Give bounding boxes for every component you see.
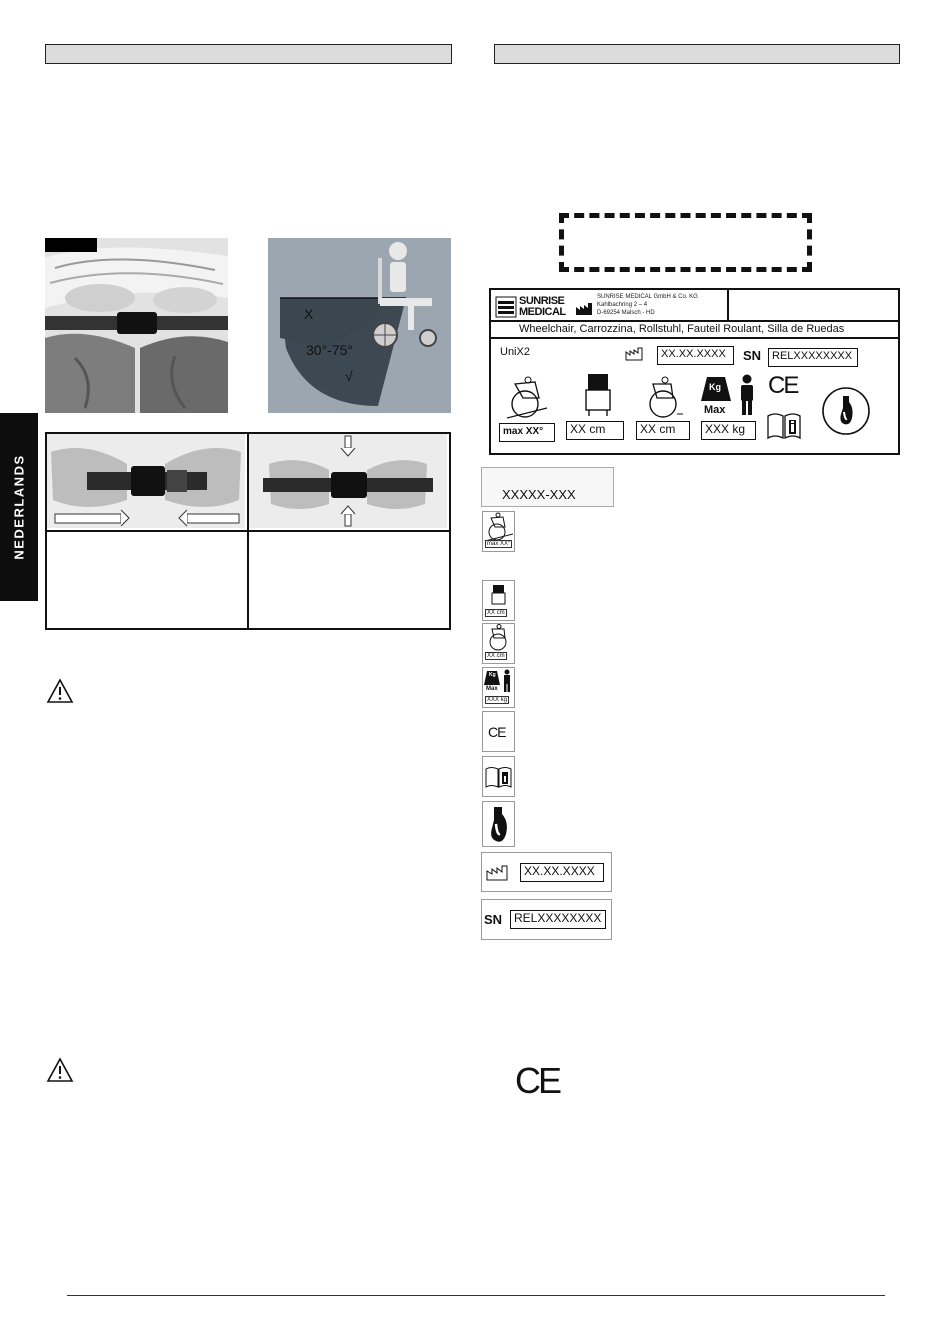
legend-manual-symbol (482, 756, 515, 797)
legend-weight-symbol: Kg Max XXX kg (482, 667, 515, 708)
plate-row-divider-1 (491, 320, 898, 322)
buckle-close-photo (47, 434, 245, 528)
plate-row-divider-2 (491, 337, 898, 339)
diagram-angle-label: 30°-75° (306, 342, 354, 358)
plate-ce-mark: CE (768, 372, 799, 399)
legend-ce-symbol: CE (482, 711, 515, 752)
diagram-check-label: √ (345, 368, 353, 384)
legend-incline-symbol: max XX° (482, 511, 515, 552)
plate-brand-line2: MEDICAL (519, 306, 566, 318)
lap-belt-photo (45, 238, 228, 413)
legend-serial-field: RELXXXXXXXX (510, 910, 606, 929)
legend-hook-symbol (482, 801, 515, 847)
read-manual-icon (767, 413, 801, 440)
wheelchair-incline-icon (484, 512, 514, 542)
max-weight-icon (701, 377, 731, 401)
legend-ce-mark: CE (488, 724, 506, 740)
legend-seat-width-text: XX cm (485, 609, 507, 617)
plate-max-field: max XX° (499, 423, 555, 442)
legend-serial-symbol: SN RELXXXXXXXX (481, 899, 612, 940)
diagram-x-label: X (304, 306, 314, 322)
plate-date-field: XX.XX.XXXX (657, 346, 734, 365)
article-number-box: XXXXX-XXX (481, 467, 614, 507)
language-side-tab-label: NEDERLANDS (11, 454, 27, 560)
person-icon (741, 374, 753, 415)
photo-number-label-block (45, 238, 97, 252)
buckle-open-text-cell (249, 532, 449, 628)
max-weight-icon (484, 669, 510, 692)
crash-test-hook-icon (822, 387, 870, 435)
plate-width-field: XX cm (636, 421, 690, 440)
plate-max-value: max XX° (503, 426, 544, 437)
plate-top-divider (727, 290, 729, 320)
plate-weight-max-label: Max (704, 404, 726, 416)
legend-width-symbol: XX cm (482, 623, 515, 664)
legend-date-symbol: XX.XX.XXXX (481, 852, 612, 892)
legend-weight-max-text: Max (486, 686, 498, 692)
read-manual-icon (485, 767, 512, 788)
plate-serial-field: RELXXXXXXXX (768, 348, 858, 367)
buckle-open-photo (249, 434, 447, 528)
belt-angle-diagram: X 30°-75° √ (268, 238, 451, 413)
manufacturer-icon (576, 303, 592, 315)
plate-city: D-69254 Malsch - HD (597, 310, 655, 316)
legend-seat-width-symbol: XX cm (482, 580, 515, 621)
buckle-instruction-table (45, 432, 451, 630)
plate-brand-line1: SUNRISE (519, 295, 565, 307)
buckle-close-cell (47, 434, 249, 532)
large-ce-mark: CE (515, 1060, 562, 1101)
plate-sn-label: SN (743, 348, 762, 363)
footer-rule (67, 1295, 885, 1296)
legend-date-field: XX.XX.XXXX (520, 863, 604, 882)
seat-width-icon (585, 374, 611, 416)
crash-test-hook-icon (491, 807, 507, 842)
plate-weight-field: XXX kg (701, 421, 756, 440)
wheelchair-incline-icon (506, 376, 548, 419)
plate-weight-kg-label: Kg (709, 382, 721, 392)
language-side-tab: NEDERLANDS (0, 413, 38, 601)
legend-max-text: max XX° (485, 540, 513, 548)
legend-sn-label: SN (484, 912, 503, 927)
seat-width-icon (491, 585, 506, 605)
sunrise-logo-icon (495, 296, 517, 318)
plate-logo: SUNRISE MEDICAL (495, 294, 571, 320)
manufacture-date-icon (486, 865, 508, 881)
buckle-open-cell (249, 434, 449, 532)
plate-street: Kahlbachring 2 – 4 (597, 302, 648, 308)
article-number-value: XXXXX-XXX (502, 487, 576, 502)
legend-weight-text: XXX kg (485, 696, 510, 704)
manufacture-date-icon (625, 347, 643, 361)
warning-triangle-icon (46, 1057, 74, 1082)
plate-seat-width-field: XX cm (566, 421, 624, 440)
wheelchair-width-icon (649, 376, 683, 418)
dashed-label-position-box (559, 213, 812, 272)
buckle-close-text-cell (47, 532, 249, 628)
wheelchair-width-icon (489, 624, 507, 651)
left-column-header-bar (45, 44, 452, 64)
plate-products: Wheelchair, Carrozzina, Rollstuhl, Faute… (519, 323, 845, 335)
right-column-header-bar (494, 44, 900, 64)
plate-company: SUNRISE MEDICAL GmbH & Co. KG (597, 294, 698, 300)
legend-width-text: XX cm (485, 652, 507, 660)
plate-model: UniX2 (500, 346, 530, 358)
legend-weight-kg-text: Kg (489, 672, 496, 678)
warning-triangle-icon (46, 678, 74, 703)
identification-plate: SUNRISE MEDICAL SUNRISE MEDICAL GmbH & C… (489, 288, 900, 455)
